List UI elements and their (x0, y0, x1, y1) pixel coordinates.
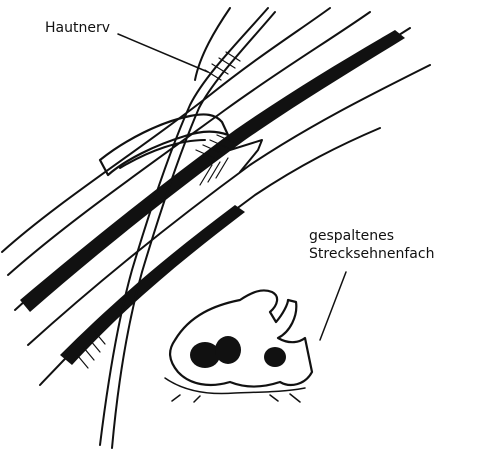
compartment-label: gespaltenes Strecksehnenfach (309, 227, 434, 263)
compartment-cross-section (165, 290, 312, 402)
compartment-label-line2: Strecksehnenfach (309, 245, 434, 263)
compartment-outline (170, 290, 312, 386)
compartment-label-line1: gespaltenes (309, 227, 434, 245)
nerve-label: Hautnerv (45, 19, 110, 37)
tendon-core-dark-lower (60, 205, 245, 365)
tendon-outline-upper (2, 8, 330, 252)
compartment-leader-line (320, 272, 346, 340)
tendon-section-2 (215, 336, 241, 364)
nerve-leader-line (118, 34, 208, 72)
cross-section-base-lines (165, 378, 305, 402)
tendon-section-1 (190, 342, 220, 368)
tendon-bundle (2, 8, 430, 385)
tendon-section-3 (264, 347, 286, 367)
